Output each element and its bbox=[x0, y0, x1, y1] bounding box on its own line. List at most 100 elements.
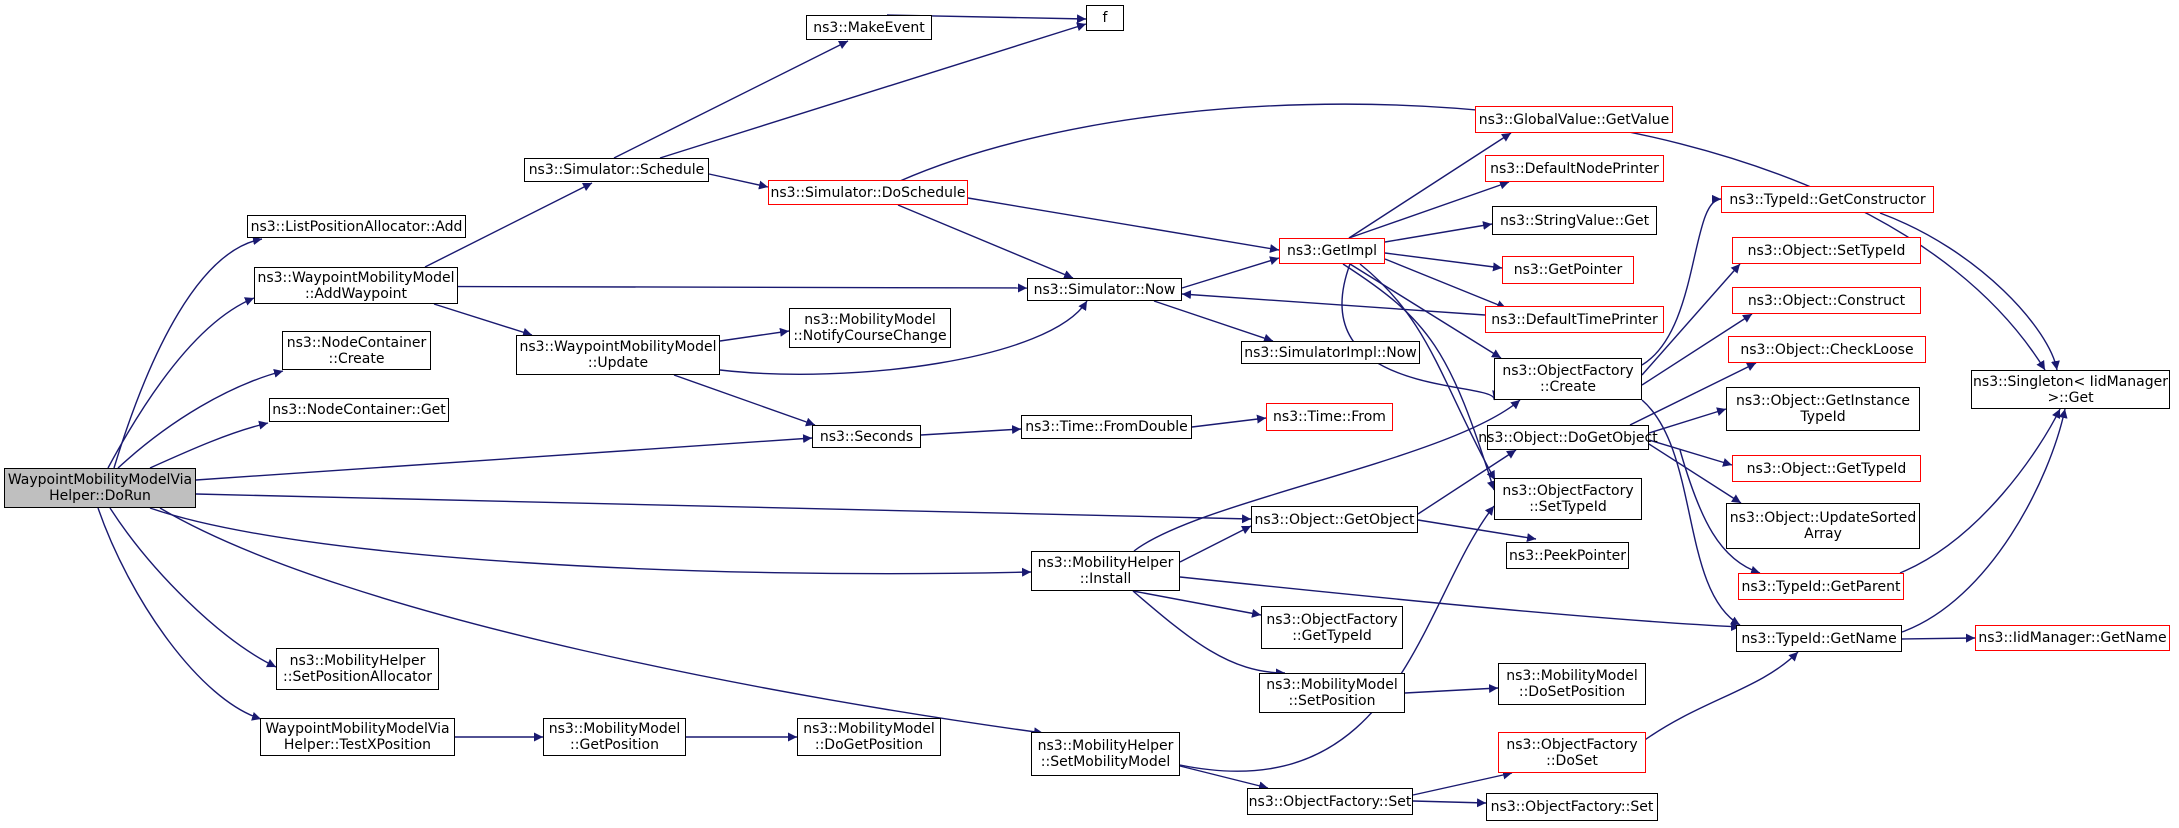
node-simulatorimpl-now[interactable]: ns3::SimulatorImpl::Now bbox=[1241, 341, 1420, 364]
call-edge-61 bbox=[1901, 408, 2068, 633]
call-edge-48 bbox=[1179, 576, 1741, 632]
call-edge-6 bbox=[195, 434, 813, 481]
node-objectfactory-doset[interactable]: ns3::ObjectFactory ::DoSet bbox=[1498, 732, 1646, 773]
call-edge-46 bbox=[1133, 399, 1521, 552]
call-edge-10 bbox=[424, 182, 593, 268]
node-getpointer[interactable]: ns3::GetPointer bbox=[1502, 256, 1634, 284]
node-objectfactory-create[interactable]: ns3::ObjectFactory ::Create bbox=[1494, 358, 1642, 400]
node-object-getinstancetypeid[interactable]: ns3::Object::GetInstance TypeId bbox=[1726, 387, 1920, 431]
node-mobilitymodel-notifycoursechange[interactable]: ns3::MobilityModel ::NotifyCourseChange bbox=[789, 308, 951, 348]
node-typeid-getname[interactable]: ns3::TypeId::GetName bbox=[1736, 625, 1902, 652]
node-singleton-iidmanager-get[interactable]: ns3::Singleton< IidManager >::Get bbox=[1971, 370, 2170, 409]
call-edge-60 bbox=[1899, 408, 2061, 574]
call-edge-56 bbox=[1641, 651, 1799, 743]
node-mobilityhelper-setpositionallocator[interactable]: ns3::MobilityHelper ::SetPositionAllocat… bbox=[276, 648, 439, 690]
call-edge-4 bbox=[109, 507, 277, 668]
call-edge-41 bbox=[1648, 439, 1733, 467]
call-edge-33 bbox=[1359, 263, 1496, 481]
node-globalvalue-getvalue[interactable]: ns3::GlobalValue::GetValue bbox=[1475, 106, 1673, 133]
node-iidmanager-getname[interactable]: ns3::IidManager::GetName bbox=[1975, 625, 2170, 651]
call-edge-38 bbox=[1341, 263, 1501, 401]
call-edge-5 bbox=[97, 507, 262, 721]
node-mobilitymodel-setposition[interactable]: ns3::MobilityModel ::SetPosition bbox=[1259, 673, 1405, 713]
node-object-updatesortedarray[interactable]: ns3::Object::UpdateSorted Array bbox=[1726, 503, 1920, 549]
call-edge-8 bbox=[149, 507, 1032, 577]
node-waypointmobilitymodel-addwaypoint[interactable]: ns3::WaypointMobilityModel ::AddWaypoint bbox=[254, 267, 458, 304]
call-edge-43 bbox=[1679, 449, 1761, 575]
node-object-checkloose[interactable]: ns3::Object::CheckLoose bbox=[1728, 336, 1926, 363]
call-edge-57 bbox=[1641, 399, 1741, 626]
call-edge-19 bbox=[719, 327, 790, 342]
call-edge-54 bbox=[1412, 798, 1487, 808]
call-edge-30 bbox=[1384, 258, 1507, 309]
call-edge-7 bbox=[195, 493, 1252, 524]
node-seconds[interactable]: ns3::Seconds bbox=[812, 425, 921, 448]
call-edge-14 bbox=[659, 22, 1087, 159]
node-time-fromdouble[interactable]: ns3::Time::FromDouble bbox=[1021, 415, 1192, 439]
node-defaultnodeprinter[interactable]: ns3::DefaultNodePrinter bbox=[1485, 155, 1664, 182]
call-edge-37 bbox=[1641, 313, 1753, 386]
node-object-settypeid[interactable]: ns3::Object::SetTypeId bbox=[1732, 237, 1921, 264]
node-object-getobject[interactable]: ns3::Object::GetObject bbox=[1251, 506, 1418, 533]
call-edge-34 bbox=[1342, 263, 1496, 491]
node-typeid-getconstructor[interactable]: ns3::TypeId::GetConstructor bbox=[1721, 186, 1934, 213]
node-object-gettypeid[interactable]: ns3::Object::GetTypeId bbox=[1732, 455, 1921, 482]
call-edge-36 bbox=[1641, 263, 1741, 376]
node-waypoint-dorun: WaypointMobilityModelVia Helper::DoRun bbox=[4, 468, 196, 508]
node-objectfactory-set-2[interactable]: ns3::ObjectFactory::Set bbox=[1486, 793, 1658, 821]
call-edge-35 bbox=[1641, 194, 1722, 366]
call-edge-44 bbox=[1417, 449, 1517, 515]
node-peekpointer[interactable]: ns3::PeekPointer bbox=[1506, 542, 1629, 569]
node-mobilitymodel-dosetposition[interactable]: ns3::MobilityModel ::DoSetPosition bbox=[1498, 663, 1646, 705]
node-objectfactory-settypeid[interactable]: ns3::ObjectFactory ::SetTypeId bbox=[1494, 478, 1642, 520]
node-objectfactory-set[interactable]: ns3::ObjectFactory::Set bbox=[1247, 788, 1413, 815]
call-edge-26 bbox=[1348, 132, 1512, 239]
call-edge-9 bbox=[159, 507, 1044, 737]
call-edge-22 bbox=[920, 425, 1022, 436]
node-object-construct[interactable]: ns3::Object::Construct bbox=[1732, 287, 1921, 314]
node-mobilityhelper-setmobilitymodel[interactable]: ns3::MobilityHelper ::SetMobilityModel bbox=[1031, 732, 1180, 776]
call-edge-53 bbox=[1179, 765, 1269, 791]
call-edge-21 bbox=[673, 374, 816, 427]
call-edge-25 bbox=[1153, 300, 1274, 343]
node-nodecontainer-create[interactable]: ns3::NodeContainer ::Create bbox=[282, 331, 431, 370]
node-mobilitymodel-getposition[interactable]: ns3::MobilityModel ::GetPosition bbox=[543, 718, 686, 756]
node-getimpl[interactable]: ns3::GetImpl bbox=[1279, 238, 1385, 264]
call-edge-29 bbox=[1384, 252, 1503, 272]
call-edge-1 bbox=[107, 297, 255, 469]
call-edge-0 bbox=[113, 236, 263, 469]
node-listpositionallocator-add[interactable]: ns3::ListPositionAllocator::Add bbox=[247, 215, 466, 238]
call-edge-40 bbox=[1648, 407, 1727, 434]
call-edge-2 bbox=[117, 368, 284, 469]
node-object-dogetobject[interactable]: ns3::Object::DoGetObject bbox=[1478, 425, 1658, 450]
call-edge-28 bbox=[1384, 221, 1493, 243]
node-objectfactory-gettypeid[interactable]: ns3::ObjectFactory ::GetTypeId bbox=[1261, 606, 1403, 649]
node-simulator-now[interactable]: ns3::Simulator::Now bbox=[1027, 278, 1182, 301]
node-nodecontainer-get[interactable]: ns3::NodeContainer::Get bbox=[269, 398, 449, 422]
call-edge-47 bbox=[1179, 525, 1252, 563]
node-stringvalue-get[interactable]: ns3::StringValue::Get bbox=[1492, 206, 1657, 235]
call-edge-31 bbox=[1181, 290, 1486, 316]
node-f[interactable]: f bbox=[1086, 5, 1124, 31]
node-simulator-schedule[interactable]: ns3::Simulator::Schedule bbox=[524, 158, 709, 182]
call-edge-55 bbox=[1412, 770, 1513, 796]
node-waypoint-testxposition[interactable]: WaypointMobilityModelVia Helper::TestXPo… bbox=[260, 718, 455, 756]
node-defaulttimeprinter[interactable]: ns3::DefaultTimePrinter bbox=[1485, 306, 1664, 333]
call-edge-62 bbox=[1901, 633, 1976, 643]
call-edge-15 bbox=[708, 173, 769, 190]
call-edge-51 bbox=[1404, 683, 1499, 694]
node-typeid-getparent[interactable]: ns3::TypeId::GetParent bbox=[1738, 573, 1904, 600]
call-edge-32 bbox=[1349, 263, 1502, 359]
node-makeevent[interactable]: ns3::MakeEvent bbox=[806, 15, 932, 40]
call-edge-39 bbox=[1629, 362, 1757, 426]
call-edge-16 bbox=[897, 204, 1074, 279]
call-edge-17 bbox=[967, 197, 1280, 253]
node-simulator-doschedule[interactable]: ns3::Simulator::DoSchedule bbox=[768, 180, 968, 205]
call-edge-49 bbox=[1132, 590, 1262, 618]
node-mobilitymodel-dogetposition[interactable]: ns3::MobilityModel ::DoGetPosition bbox=[797, 718, 941, 756]
node-time-from[interactable]: ns3::Time::From bbox=[1266, 403, 1393, 431]
call-edge-45 bbox=[1417, 519, 1537, 543]
node-waypointmobilitymodel-update[interactable]: ns3::WaypointMobilityModel ::Update bbox=[516, 335, 720, 375]
node-mobilityhelper-install[interactable]: ns3::MobilityHelper ::Install bbox=[1031, 551, 1180, 591]
